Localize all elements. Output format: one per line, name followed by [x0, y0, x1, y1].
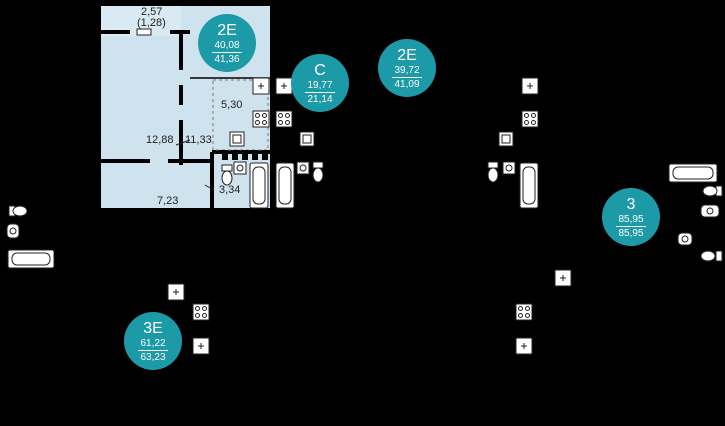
washbasin-icon [296, 161, 310, 175]
apartment-type: 3 [626, 196, 636, 213]
sink-icon [229, 131, 245, 147]
divider [616, 226, 646, 227]
balcony-area-label: 2,57 [141, 6, 163, 18]
door-swing [175, 139, 191, 146]
sink-icon [299, 131, 315, 147]
toilet-icon [487, 161, 499, 183]
apartment-badge[interactable]: 2E 40,08 41,36 [198, 14, 256, 72]
toilet-icon [8, 205, 28, 217]
divider [212, 52, 242, 53]
divider [392, 77, 422, 78]
bathtub-icon [275, 162, 295, 209]
living-area: 85,95 [618, 214, 644, 225]
fridge-icon [252, 77, 270, 95]
window-mark [136, 28, 152, 36]
door-swing [204, 184, 215, 191]
fridge-icon [167, 283, 185, 301]
stove-icon [521, 110, 539, 128]
room-area-label: 7,23 [157, 195, 179, 207]
apartment-type: 2E [397, 47, 417, 64]
living-area: 39,72 [394, 65, 420, 76]
sink-icon [498, 131, 514, 147]
apartment-walls [101, 30, 270, 210]
room-area-label: 3,34 [219, 184, 241, 196]
divider [138, 350, 168, 351]
washbasin-icon [677, 232, 693, 246]
apartment-type: С [314, 62, 326, 79]
balcony-area-reduced-label: (1,28) [137, 17, 166, 29]
bathtub-icon [7, 249, 55, 269]
fridge-icon [275, 77, 293, 95]
total-area: 85,95 [618, 228, 644, 239]
fridge-icon [515, 337, 533, 355]
bathtub-icon [519, 162, 539, 209]
total-area: 41,36 [214, 54, 240, 65]
stove-icon [192, 303, 210, 321]
toilet-icon [702, 185, 723, 197]
total-area: 41,09 [394, 79, 420, 90]
washbasin-icon [233, 161, 247, 175]
toilet-icon [221, 164, 233, 186]
living-area: 19,77 [307, 80, 333, 91]
total-area: 21,14 [307, 94, 333, 105]
living-area: 40,08 [214, 40, 240, 51]
washbasin-icon [700, 204, 720, 218]
apartment-badge[interactable]: С 19,77 21,14 [291, 54, 349, 112]
room-area-label: 12,88 [146, 134, 174, 146]
room-area-label: 11,33 [185, 134, 212, 146]
divider [305, 92, 335, 93]
toilet-icon [700, 250, 723, 262]
washbasin-icon [6, 223, 20, 239]
fridge-icon [192, 337, 210, 355]
living-area: 61,22 [140, 338, 166, 349]
apartment-badge[interactable]: 3E 61,22 63,23 [124, 312, 182, 370]
stove-icon [275, 110, 293, 128]
toilet-icon [312, 161, 324, 183]
apartment-type: 3E [143, 320, 163, 337]
stove-icon [252, 110, 270, 128]
apartment-badge[interactable]: 2E 39,72 41,09 [378, 39, 436, 97]
total-area: 63,23 [140, 352, 166, 363]
washbasin-icon [502, 161, 516, 175]
apartment-type: 2E [217, 22, 237, 39]
apartment-badge[interactable]: 3 85,95 85,95 [602, 188, 660, 246]
room-area-label: 5,30 [221, 99, 243, 111]
bathtub-icon [249, 162, 269, 209]
bathtub-icon [668, 163, 718, 183]
stove-icon [515, 303, 533, 321]
fridge-icon [521, 77, 539, 95]
partition-detail [222, 150, 268, 160]
fridge-icon [554, 269, 572, 287]
